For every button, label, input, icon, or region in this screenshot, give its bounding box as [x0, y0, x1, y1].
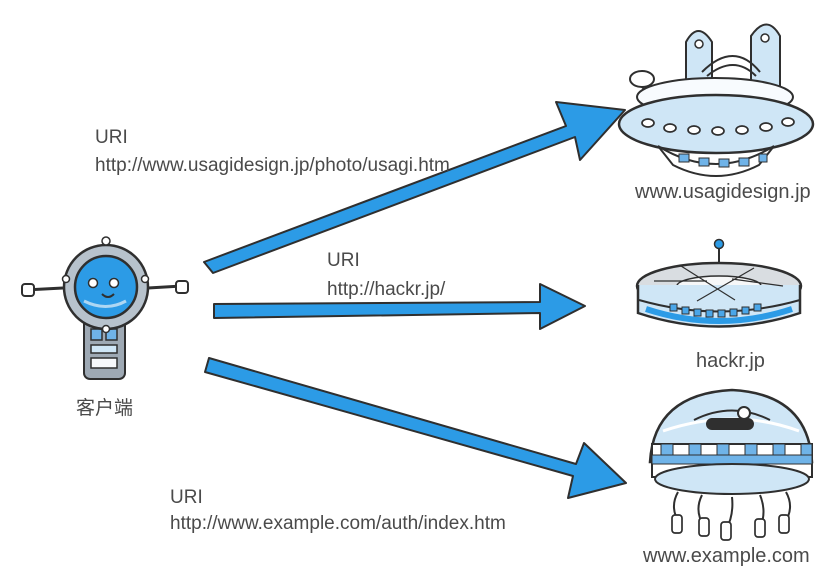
server-2-label: hackr.jp: [696, 350, 765, 372]
request-2-label: URI: [327, 250, 360, 271]
client-label: 客户端: [76, 398, 134, 419]
request-3-uri: http://www.example.com/auth/index.htm: [170, 513, 506, 534]
request-2-uri: http://hackr.jp/: [327, 279, 446, 300]
request-1-uri: http://www.usagidesign.jp/photo/usagi.ht…: [95, 155, 450, 176]
request-1-label: URI: [95, 127, 128, 148]
server-3-label: www.example.com: [643, 545, 810, 567]
request-3-label: URI: [170, 487, 203, 508]
arrow-to-example: [204, 357, 627, 499]
server-1-label: www.usagidesign.jp: [635, 181, 811, 203]
arrow-to-usagidesign: [203, 101, 626, 274]
arrow-to-hackr: [213, 283, 586, 330]
